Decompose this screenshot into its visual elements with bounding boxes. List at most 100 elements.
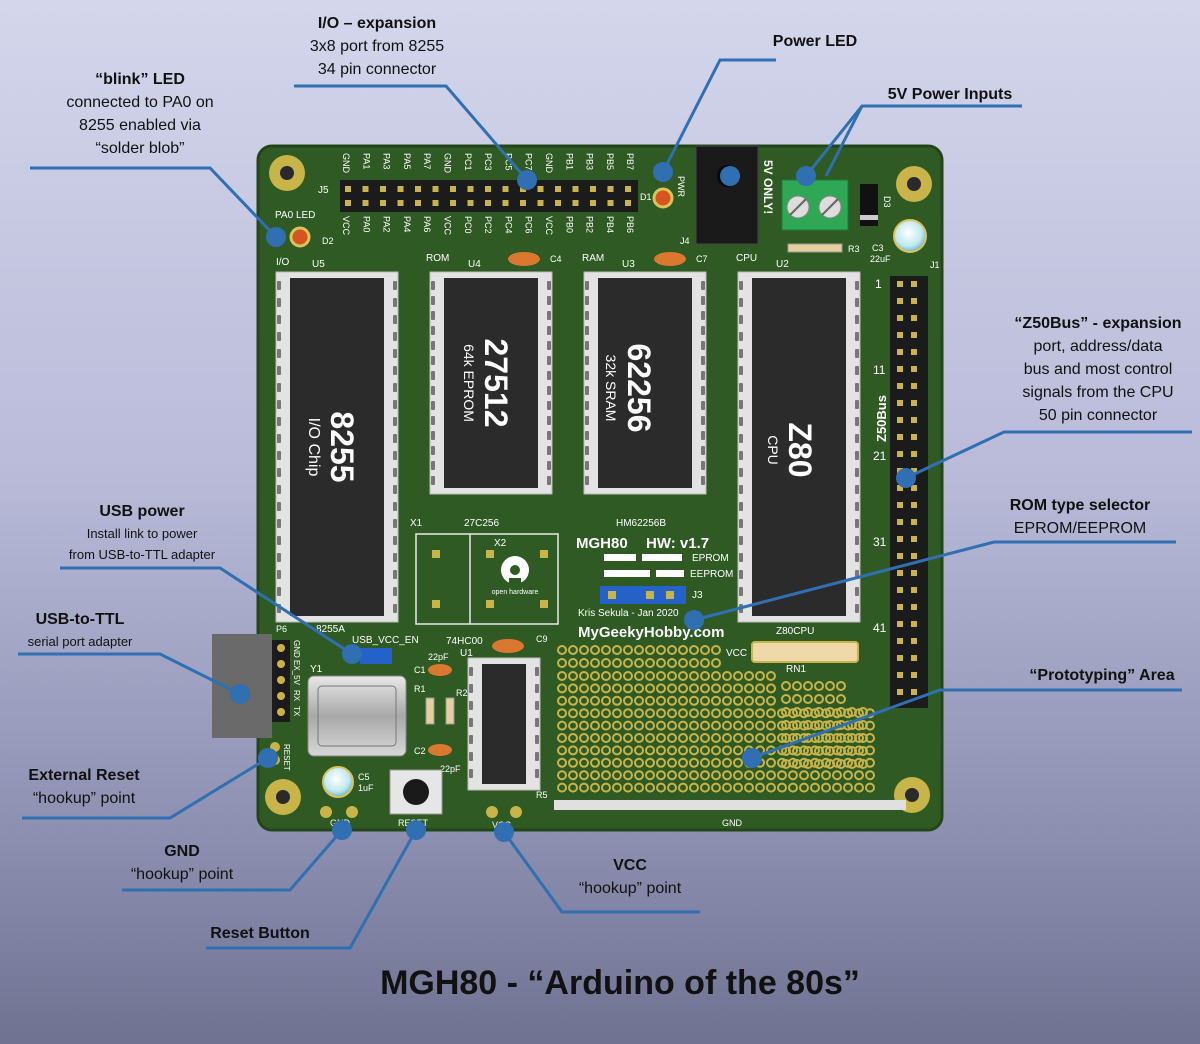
proto-pad: [678, 720, 688, 731]
chip-pin: [547, 296, 551, 305]
proto-pad: [667, 658, 677, 668]
connector-pin: [897, 417, 903, 423]
proto-pad: [590, 708, 600, 719]
chip-pin: [393, 281, 397, 290]
connector-pin: [625, 200, 631, 206]
proto-pad: [858, 733, 868, 743]
proto-pad: [645, 720, 655, 731]
chip-pin: [739, 587, 743, 596]
gnd-hookup-pad[interactable]: [320, 806, 358, 818]
ref-u5: U5: [312, 259, 325, 270]
connector-pin: [380, 200, 386, 206]
d2-label: D2: [322, 236, 334, 246]
c2-label: C2: [414, 746, 426, 756]
chip-27512: [429, 271, 553, 495]
proto-pad: [557, 770, 567, 781]
chip-pin: [701, 386, 705, 395]
connector-pin: [590, 200, 596, 206]
proto-pad: [557, 745, 567, 756]
connector-pin: [607, 200, 614, 206]
proto-pad: [792, 681, 802, 691]
io-pin-label: PA6: [422, 216, 432, 232]
connector-pin: [911, 502, 917, 508]
connector-pin: [537, 186, 544, 192]
chip-27512-marking: 27512: [478, 339, 514, 428]
chip-pin: [701, 401, 705, 410]
connector-pin: [897, 451, 903, 457]
connector-pin: [897, 332, 903, 338]
proto-pad: [803, 681, 813, 691]
capacitor-c2: [428, 744, 452, 756]
j1-label: J1: [930, 260, 940, 270]
callout-title: Reset Button: [210, 925, 310, 942]
chip-pin: [277, 281, 281, 290]
connector-pin: [911, 604, 917, 610]
chip-pin: [393, 298, 397, 307]
reset-button[interactable]: [389, 769, 443, 815]
proto-pad: [678, 671, 688, 681]
p6-label: P6: [276, 624, 287, 634]
chip-pin: [393, 349, 397, 358]
chip-pin: [585, 431, 589, 440]
connector-pin: [897, 349, 903, 355]
connector-pin: [897, 383, 903, 389]
connector-pin: [911, 349, 917, 355]
proto-pad: [711, 645, 721, 655]
callout-power-led: Power LED: [740, 30, 890, 53]
c3-value: 22uF: [870, 254, 891, 264]
vcc-hookup-pad[interactable]: [486, 806, 522, 818]
proto-pad: [814, 720, 824, 730]
callout-line: 8255 enabled via: [79, 117, 201, 134]
rom-type-jumper-j3[interactable]: [600, 586, 686, 604]
ftdi-pin: GND: [292, 640, 301, 658]
chip-pin: [393, 400, 397, 409]
connector-pin: [362, 186, 369, 192]
connector-pin: [897, 434, 903, 440]
proto-pad: [634, 683, 644, 694]
connector-pin: [607, 186, 614, 192]
callout-title: 5V Power Inputs: [887, 86, 1013, 103]
proto-pad: [814, 707, 824, 717]
usb-vcc-en-jumper[interactable]: [360, 648, 392, 664]
proto-pad: [832, 770, 842, 781]
pa0-led-label: PA0 LED: [275, 210, 315, 221]
pin-number: 21: [873, 449, 887, 463]
proto-pad: [854, 770, 864, 781]
proto-pad: [847, 733, 857, 743]
proto-pad: [623, 695, 633, 706]
chip-pin: [855, 366, 859, 375]
connector-pin: [897, 366, 903, 372]
callout-line: port, address/data: [1033, 338, 1163, 355]
chip-pin: [393, 519, 397, 528]
connector-pin: [397, 200, 404, 206]
io-pin-label: PA0: [361, 216, 371, 232]
chip-pin: [855, 485, 859, 494]
proto-pad: [634, 645, 644, 655]
proto-pad: [612, 695, 622, 706]
ref-u2: U2: [776, 259, 789, 270]
proto-pad: [700, 757, 710, 768]
gnd-strip: [554, 800, 906, 810]
chip-pin: [547, 446, 551, 455]
proto-pad: [612, 745, 622, 756]
proto-pad: [810, 770, 820, 781]
connector-pin: [911, 655, 917, 661]
c5-label: C5: [358, 772, 370, 782]
proto-pad: [689, 658, 699, 668]
chip-62256-marking: 62256: [621, 344, 657, 433]
chip-pin: [701, 431, 705, 440]
proto-pad: [634, 782, 644, 793]
connector-pin: [572, 200, 579, 206]
part-27c256: 27C256: [464, 518, 499, 529]
connector-pin: [502, 186, 509, 192]
io-pin-label: PC1: [463, 153, 473, 171]
proto-pad: [689, 770, 699, 781]
callout-vcc: VCC “hookup” point: [560, 854, 700, 900]
chip-pin: [701, 476, 705, 485]
ftdi-pin: EX_5V: [292, 660, 301, 686]
proto-pad: [667, 720, 677, 731]
proto-pad: [557, 757, 567, 768]
connector-pin: [345, 200, 351, 206]
